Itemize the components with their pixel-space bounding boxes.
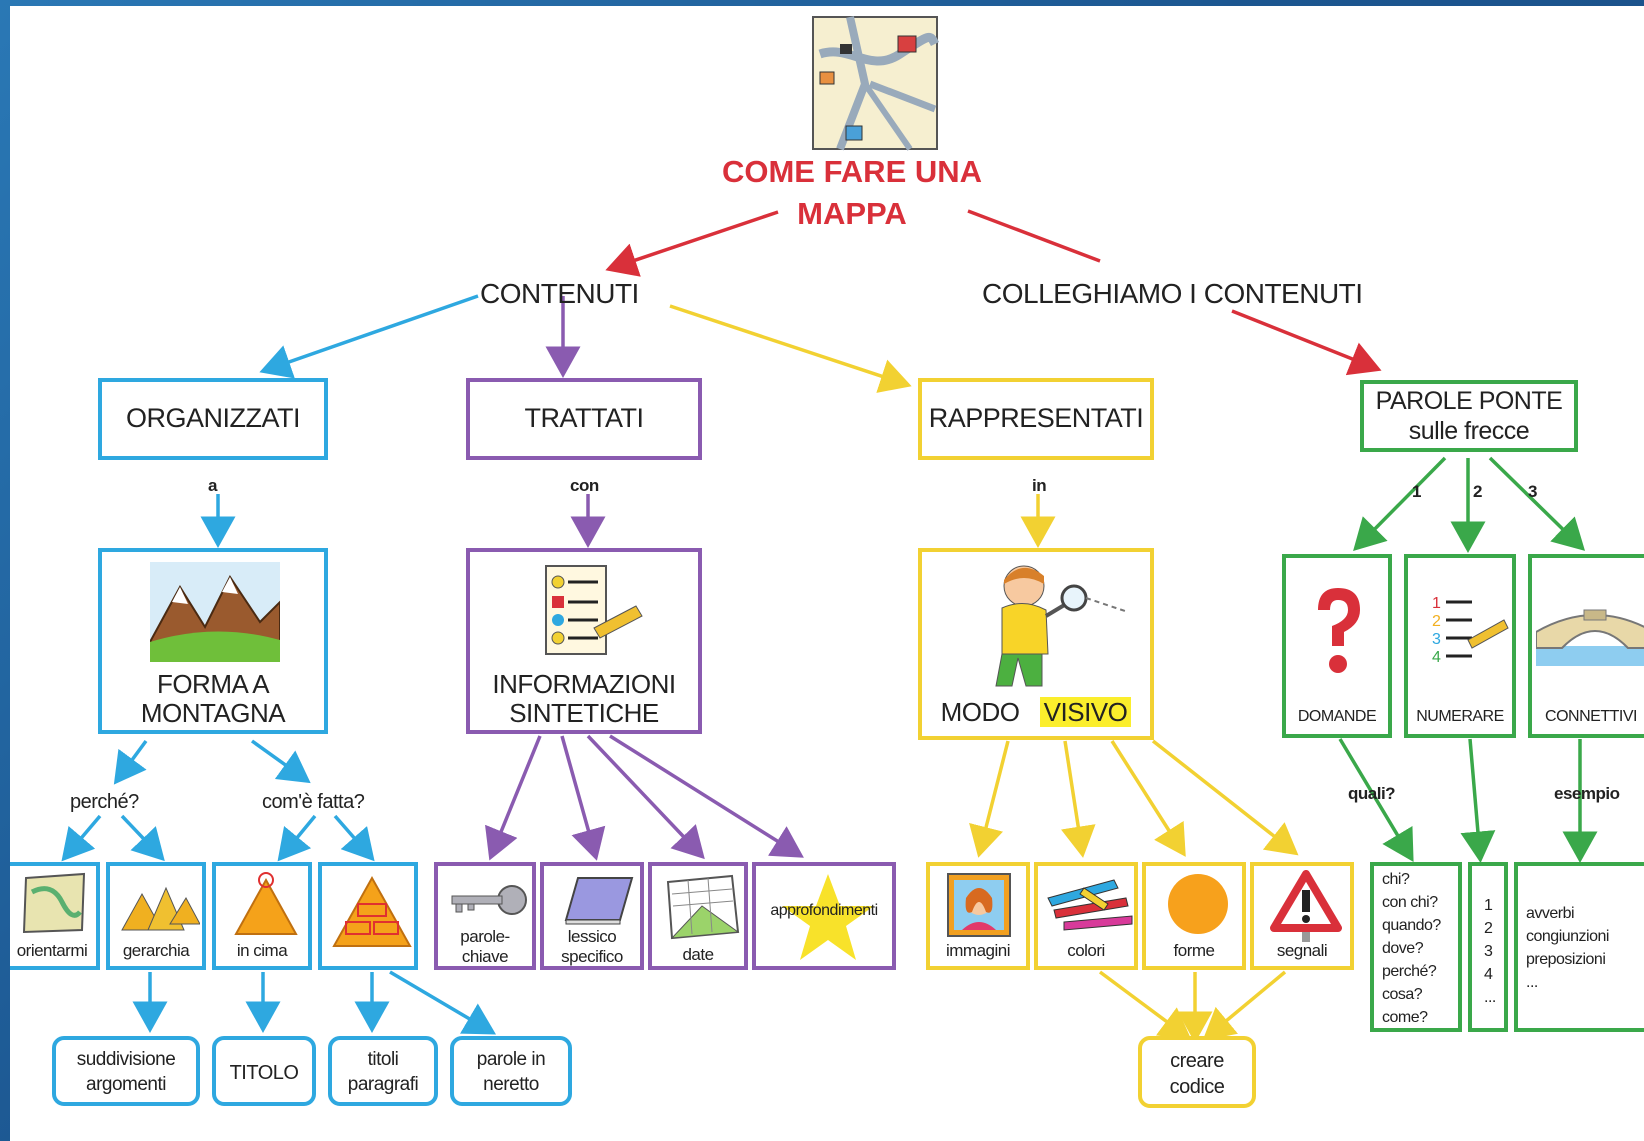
list-item: con chi? [1382, 894, 1438, 911]
list-item: 1 [1484, 897, 1493, 914]
list-item: perché? [1382, 963, 1437, 980]
list-numbers: 1 2 3 4 ... [1468, 862, 1508, 1032]
svg-text:1: 1 [1432, 595, 1441, 612]
circle-shape-icon [1168, 874, 1228, 934]
leaf-segnali: segnali [1250, 862, 1354, 970]
map-title-line1: COME FARE UNA [721, 154, 983, 189]
small-map-icon [22, 872, 86, 934]
map-title-line2: MAPPA [797, 196, 907, 231]
question-perche: perché? [70, 791, 139, 813]
box-parole-ponte: PAROLE PONTE sulle frecce [1360, 380, 1578, 452]
box-trattati: TRATTATI [466, 378, 702, 460]
link-a: a [208, 476, 217, 495]
list-item: chi? [1382, 871, 1410, 888]
box-forma-a-montagna: FORMA A MONTAGNA [98, 548, 328, 734]
bottom-suddivisione-argomenti: suddivisione argomenti [52, 1036, 200, 1106]
leaf-gerarchia: gerarchia [106, 862, 206, 970]
arrow-number-1: 1 [1412, 482, 1421, 501]
leaf-lessico-specifico: lessico specifico [540, 862, 644, 970]
list-questions: chi? con chi? quando? dove? perché? cosa… [1370, 862, 1462, 1032]
svg-text:2: 2 [1432, 613, 1441, 630]
leaf-colori: colori [1034, 862, 1138, 970]
box-modo-visivo: MODO VISIVO [918, 548, 1154, 740]
link-con: con [570, 476, 599, 495]
list-item: 3 [1484, 943, 1493, 960]
star-icon [782, 874, 874, 960]
arrow-number-2: 2 [1473, 482, 1482, 501]
leaf-forme: forme [1142, 862, 1246, 970]
arrow-number-3: 3 [1528, 482, 1537, 501]
box-rappresentati: RAPPRESENTATI [918, 378, 1154, 460]
link-quali: quali? [1348, 784, 1396, 803]
warning-sign-icon [1270, 870, 1342, 942]
visivo-highlight: VISIVO [1039, 697, 1132, 727]
pyramids-icon [121, 886, 200, 931]
book-icon [564, 877, 634, 925]
markers-icon [1047, 879, 1133, 931]
mountains-icon [150, 562, 280, 662]
bottom-parole-in-neretto: parole in neretto [450, 1036, 572, 1106]
link-in: in [1032, 476, 1047, 495]
card-domande: DOMANDE [1282, 554, 1392, 738]
portrait-icon [947, 873, 1011, 937]
bottom-titolo: TITOLO [212, 1036, 316, 1106]
list-item: cosa? [1382, 986, 1423, 1003]
list-item: dove? [1382, 940, 1424, 957]
calendar-icon [666, 874, 740, 940]
list-connectives: avverbi congiunzioni preposizioni ... [1514, 862, 1644, 1032]
list-item: quando? [1382, 917, 1441, 934]
box-informazioni-sintetiche: INFORMAZIONI SINTETICHE [466, 548, 702, 734]
list-item: 2 [1484, 920, 1493, 937]
question-com-e-fatta: com'è fatta? [262, 791, 365, 813]
svg-text:3: 3 [1432, 631, 1441, 648]
pyramid-layers-icon [332, 875, 412, 947]
leaf-orientarmi: orientarmi [10, 862, 100, 970]
svg-text:4: 4 [1432, 649, 1441, 666]
boy-magnifier-icon [995, 565, 1129, 687]
card-connettivi: CONNETTIVI [1528, 554, 1644, 738]
modo-word: MODO [940, 697, 1020, 727]
list-item: avverbi [1526, 905, 1575, 922]
link-esempio: esempio [1554, 784, 1620, 803]
key-icon [451, 885, 527, 915]
checklist-pencil-icon [545, 565, 643, 655]
list-item: ... [1484, 989, 1496, 1006]
bottom-titoli-paragrafi: titoli paragrafi [328, 1036, 438, 1106]
leaf-parole-chiave: parole- chiave [434, 862, 536, 970]
leaf-in-cima: in cima [212, 862, 312, 970]
leaf-pyramid-layers [318, 862, 418, 970]
branch-colleghiamo: COLLEGHIAMO I CONTENUTI [982, 278, 1363, 309]
leaf-date: date [648, 862, 748, 970]
numbered-list-icon: 1 2 3 4 [1432, 595, 1509, 666]
pyramid-top-icon [234, 872, 298, 935]
list-item: ... [1526, 974, 1538, 991]
connector-arrows [61, 209, 1598, 1043]
map-icon [812, 16, 940, 151]
question-mark-icon [1318, 588, 1360, 673]
bridge-icon [1536, 609, 1644, 666]
box-organizzati: ORGANIZZATI [98, 378, 328, 460]
list-item: come? [1382, 1009, 1428, 1026]
bottom-creare-codice: creare codice [1138, 1036, 1256, 1108]
list-item: 4 [1484, 966, 1493, 983]
leaf-immagini: immagini [926, 862, 1030, 970]
list-item: preposizioni [1526, 951, 1606, 968]
list-item: congiunzioni [1526, 928, 1609, 945]
concept-map-canvas: COME FARE UNA MAPPA CONTENUTI COLLEGHIAM… [10, 6, 1644, 1141]
card-numerare: 1 2 3 4 NUMERARE [1404, 554, 1516, 738]
branch-contenuti: CONTENUTI [480, 278, 639, 309]
leaf-approfondimenti: approfondimenti [752, 862, 896, 970]
